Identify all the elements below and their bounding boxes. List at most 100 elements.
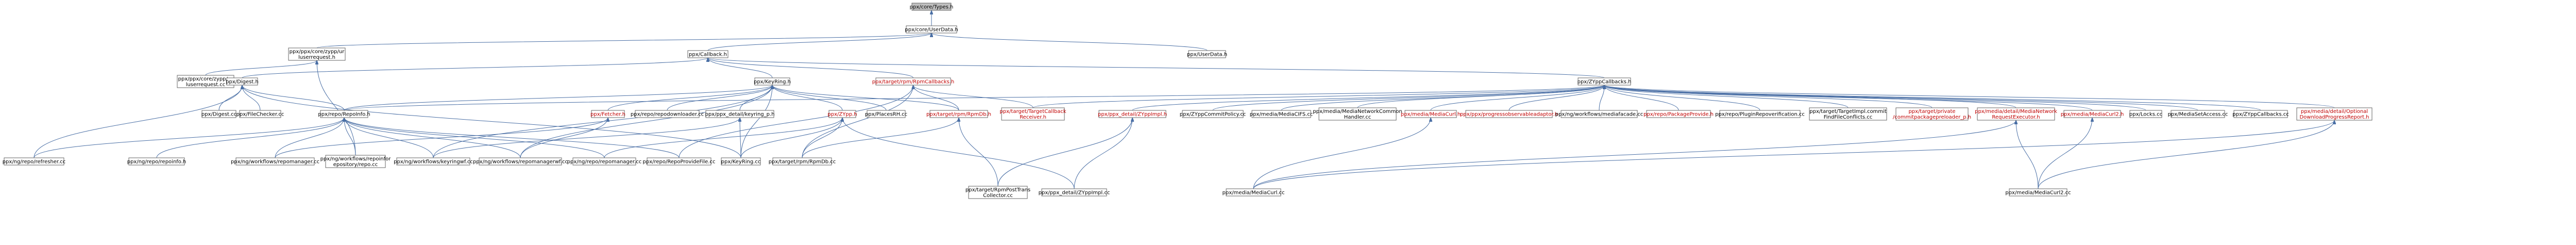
edge-n46-to-n8 xyxy=(802,85,913,158)
graph-node-ppx-ng-workflows-mediafacade-cc[interactable]: ppx/ng/workflows/mediafacade.cc xyxy=(1555,110,1643,118)
graph-node-ppx-target-rpm-rpmdb-cc[interactable]: ppx/target/rpm/RpmDb.cc xyxy=(769,157,836,166)
graph-node-ppx-ng-workflows-repoinfor-epository-repo-cc[interactable]: ppx/ng/workflows/repoinforepository/repo… xyxy=(320,155,392,168)
node-label: ppx/ZYppCallbacks.cc xyxy=(2232,112,2289,118)
graph-node-ppx-repo-pluginrepoverification-cc[interactable]: ppx/repo/PluginRepoverification.cc xyxy=(1715,110,1805,118)
graph-node-ppx-zyppcommitpolicy-cc[interactable]: ppx/ZYppCommitPolicy.cc xyxy=(1180,110,1246,118)
graph-node-ppx-fetcher-h[interactable]: ppx/Fetcher.h xyxy=(590,110,625,118)
graph-node-ppx-media-mediacurl-h[interactable]: ppx/media/MediaCurl.h xyxy=(1401,110,1461,118)
graph-node-ppx-core-userdata-h[interactable]: ppx/core/UserData.h xyxy=(905,25,958,34)
graph-node-ppx-placesrh-cc[interactable]: ppx/PlacesRH.cc xyxy=(865,110,907,118)
graph-node-ppx-media-mediacurl2-h[interactable]: ppx/media/MediaCurl2.h xyxy=(2061,110,2124,118)
graph-node-ppx-mediasetaccess-cc[interactable]: ppx/MediaSetAccess.cc xyxy=(2168,110,2228,118)
graph-node-ppx-keyring-h[interactable]: ppx/KeyRing.h xyxy=(754,77,791,86)
node-label: ppx/Digest.h xyxy=(226,79,259,85)
edge-n50-to-n31 xyxy=(2016,120,2039,189)
graph-node-ppx-userdata-h[interactable]: ppx/UserData.h xyxy=(1187,50,1227,58)
node-box xyxy=(2009,188,2067,197)
node-label: ppx/target/private xyxy=(1908,109,1955,115)
node-label: ppx/KeyRing.cc xyxy=(721,159,761,165)
graph-node-ppx-zypp-h[interactable]: ppx/ZYpp.h xyxy=(827,110,857,118)
node-label: ppx/media/MediaNetworkCommon xyxy=(1313,109,1402,115)
edge-n27-to-n9 xyxy=(1604,85,1679,111)
node-label: luserrequest.h xyxy=(298,55,335,60)
node-box xyxy=(1977,107,2055,121)
edge-n16-to-n7 xyxy=(772,85,843,111)
graph-node-ppx-ppx-progressobservableadaptor-h[interactable]: ppx/ppx/progressobservableadaptor.h xyxy=(1460,110,1558,118)
node-label: ppx/ng/repo/repoinfo.h xyxy=(127,159,187,165)
node-label: ppx/target/RpmPostTrans xyxy=(965,187,1030,193)
graph-node-ppx-ng-repo-repomanager-cc[interactable]: ppx/ng/repo/repomanager.cc xyxy=(567,157,642,166)
node-label: ppx/ppx/progressobservableadaptor.h xyxy=(1460,112,1558,118)
edge-n32-to-n9 xyxy=(1604,85,2093,111)
edge-n43-to-n16 xyxy=(604,117,842,158)
node-label: Collector.cc xyxy=(983,193,1013,199)
node-label: ppx/media/detail/MediaNetwork xyxy=(1975,109,2057,115)
graph-node-ppx-zyppcallbacks-h[interactable]: ppx/ZYppCallbacks.h xyxy=(1578,77,1632,86)
node-box xyxy=(396,157,470,166)
graph-node-ppx-locks-cc[interactable]: ppx/Locks.cc xyxy=(2129,110,2162,118)
node-label: Receiver.h xyxy=(1020,115,1046,120)
node-label: ppx/repo/repodownloader.cc xyxy=(631,112,704,118)
node-box xyxy=(2296,107,2372,121)
node-box xyxy=(635,110,700,118)
node-box xyxy=(875,77,951,86)
graph-node-ppx-ppx-detail-zyppimpl-cc[interactable]: ppx/ppx_detail/ZYppImpl.cc xyxy=(1039,188,1110,197)
node-label: ppx/ng/workflows/keyringwf.cc xyxy=(394,159,473,165)
node-box xyxy=(2233,110,2288,118)
edge-n37-to-n6 xyxy=(33,85,242,158)
graph-node-ppx-digest-h[interactable]: ppx/Digest.h xyxy=(226,77,259,86)
graph-node-ppx-repo-repodownloader-cc[interactable]: ppx/repo/repodownloader.cc xyxy=(631,110,704,118)
graph-node-ppx-ppx-detail-zyppimpl-h[interactable]: ppx/ppx_detail/ZYppImpl.h xyxy=(1098,110,1167,118)
node-label: ppx/ppx_detail/keyring_p.h xyxy=(705,112,774,118)
graph-node-ppx-media-mediacifs-cc[interactable]: ppx/media/MediaCIFS.cc xyxy=(1250,110,1313,118)
edge-n18-to-n7 xyxy=(772,85,959,111)
node-label: ppx/Digest.cc xyxy=(201,112,236,118)
node-label: ppx/core/Types.h xyxy=(910,5,954,10)
graph-node-ppx-keyring-cc[interactable]: ppx/KeyRing.cc xyxy=(721,157,761,166)
graph-node-ppx-ng-repo-repoinfo-h[interactable]: ppx/ng/repo/repoinfo.h xyxy=(127,157,187,166)
edge-n42-to-n13 xyxy=(520,117,608,158)
node-label: ppx/KeyRing.h xyxy=(754,79,791,85)
graph-node-ppx-repo-packageprovide-h[interactable]: ppx/repo/PackageProvide.h xyxy=(1643,110,1714,118)
graph-node-ppx-ng-workflows-repomanagerwf-cc[interactable]: ppx/ng/workflows/repomanagerwf.cc xyxy=(473,157,568,166)
graph-node-ppx-media-detail-medianetwork-requestexecutor-h[interactable]: ppx/media/detail/MediaNetworkRequestExec… xyxy=(1975,107,2057,121)
graph-node-ppx-target-rpm-rpmcallbacks-h[interactable]: ppx/target/rpm/RpmCallbacks.h xyxy=(872,77,955,86)
graph-node-ppx-target-targetimpl-commit-findfileconflicts-cc[interactable]: ppx/target/TargetImpl.commitFindFileConf… xyxy=(1809,107,1887,121)
graph-node-ppx-zyppcallbacks-cc[interactable]: ppx/ZYppCallbacks.cc xyxy=(2232,110,2289,118)
node-box xyxy=(1001,107,1065,121)
edge-n45-to-n16 xyxy=(740,117,842,158)
node-box xyxy=(288,47,346,61)
node-label: ppx/Callback.h xyxy=(689,52,727,58)
node-label: ppx/ZYppCallbacks.h xyxy=(1578,79,1632,85)
node-box xyxy=(687,50,728,58)
graph-node-ppx-ng-workflows-keyringwf-cc[interactable]: ppx/ng/workflows/keyringwf.cc xyxy=(394,157,473,166)
edge-n49-to-n31 xyxy=(1253,120,2016,189)
graph-node-ppx-digest-cc[interactable]: ppx/Digest.cc xyxy=(201,110,236,118)
edge-layer xyxy=(33,10,2334,189)
graph-node-ppx-media-mediacurl2-cc[interactable]: ppx/media/MediaCurl2.cc xyxy=(2005,188,2071,197)
graph-node-ppx-media-mediacurl-cc[interactable]: ppx/media/MediaCurl.cc xyxy=(1223,188,1285,197)
graph-node-ppx-ng-workflows-repomanager-cc[interactable]: ppx/ng/workflows/repomanager.cc xyxy=(231,157,319,166)
edge-n39-to-n13 xyxy=(275,117,608,158)
graph-node-ppx-repo-repoinfo-h[interactable]: ppx/repo/RepoInfo.h xyxy=(318,110,370,118)
graph-node-ppx-callback-h[interactable]: ppx/Callback.h xyxy=(687,50,728,58)
edge-n48-to-n20 xyxy=(1074,118,1132,189)
node-box xyxy=(4,157,64,166)
graph-node-ppx-repo-repoprovidefile-cc[interactable]: ppx/repo/RepoProvideFile.cc xyxy=(643,157,716,166)
edge-n17-to-n7 xyxy=(772,85,887,111)
graph-node-ppx-ppx-detail-keyring-p-h[interactable]: ppx/ppx_detail/keyring_p.h xyxy=(705,110,775,118)
graph-node-ppx-target-private-commitpackagepreloader-p-h[interactable]: ppx/target/private/commitpackagepreloade… xyxy=(1893,107,1971,121)
graph-node-ppx-media-detail-optional-downloadprogressreport-h[interactable]: ppx/media/detail/OptionalDownloadProgres… xyxy=(2296,107,2372,121)
graph-node-ppx-filechecker-cc[interactable]: ppx/FileChecker.cc xyxy=(236,110,284,118)
edge-n23-to-n9 xyxy=(1357,85,1604,108)
edge-n45-to-n15 xyxy=(740,118,741,158)
graph-node-ppx-target-rpm-rpmdb-h[interactable]: ppx/target/rpm/RpmDb.h xyxy=(926,110,991,118)
node-label: ppx/ng/workflows/mediafacade.cc xyxy=(1555,112,1643,118)
graph-node-ppx-ng-repo-refresher-cc[interactable]: ppx/ng/repo/refresher.cc xyxy=(3,157,66,166)
